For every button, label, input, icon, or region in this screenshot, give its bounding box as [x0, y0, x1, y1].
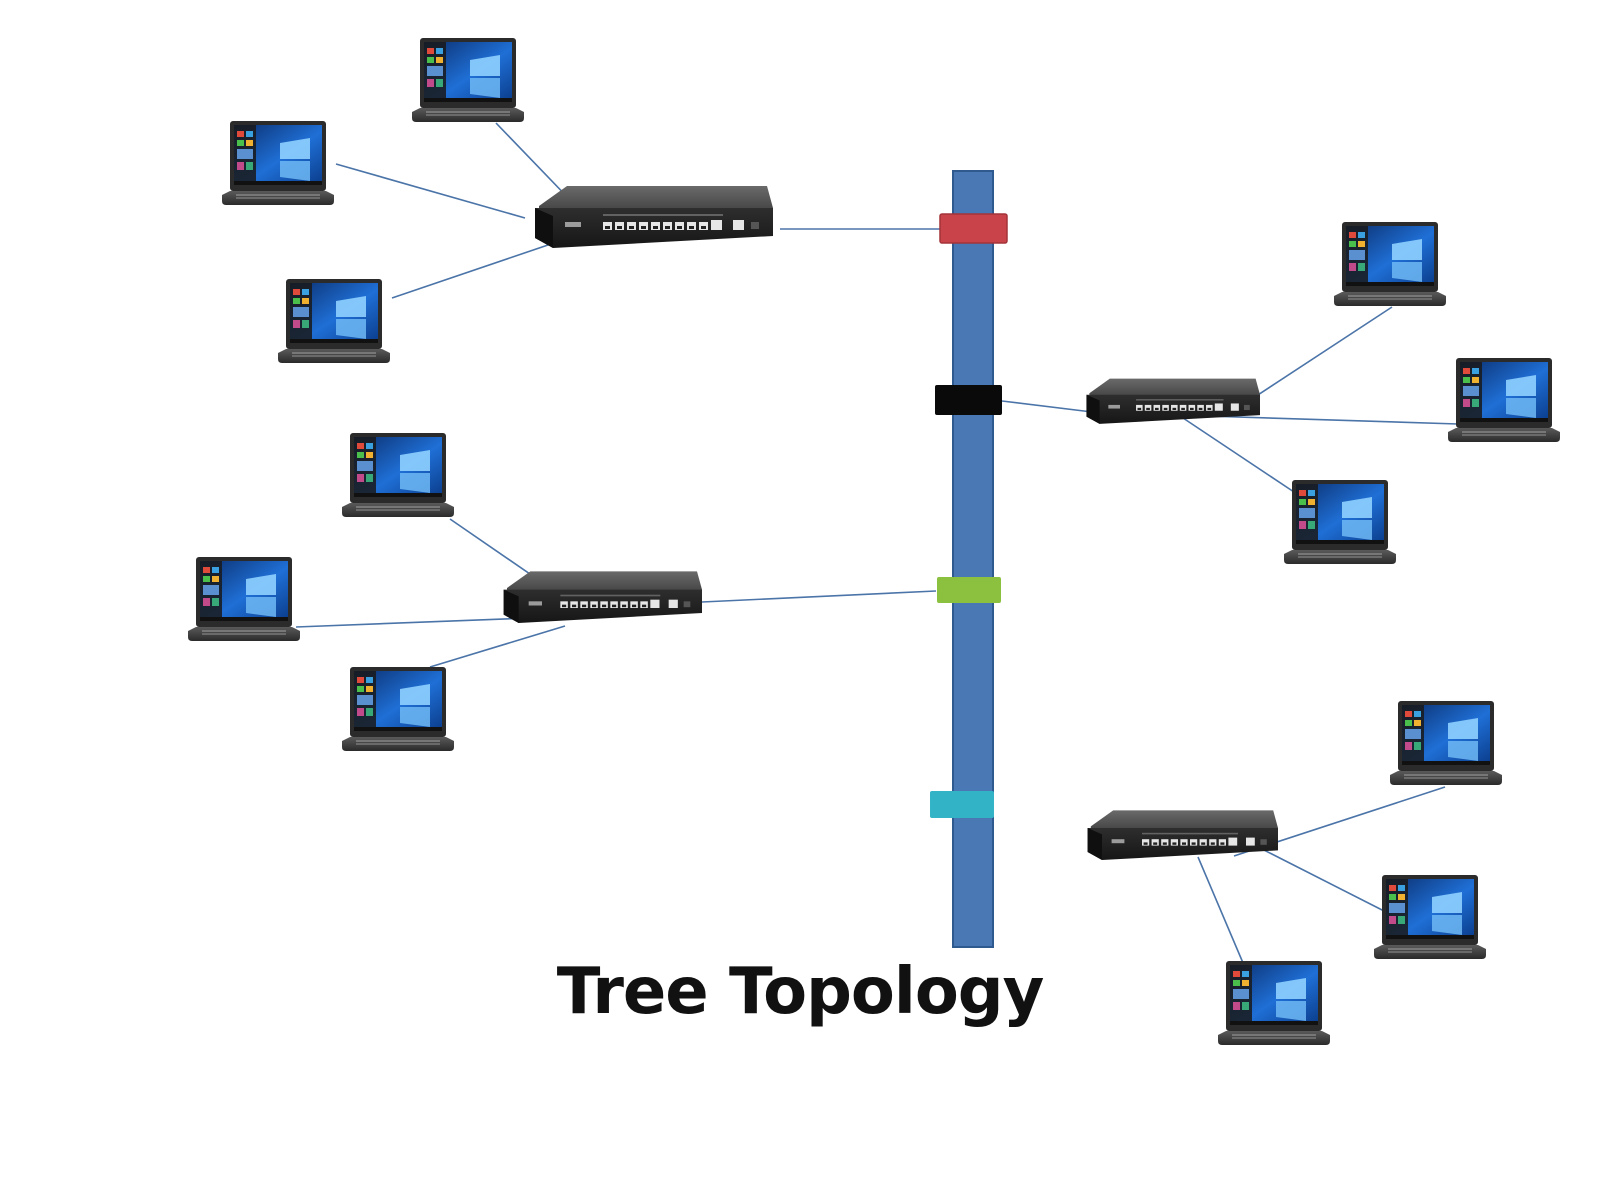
laptop-icon [1374, 875, 1486, 959]
link-switch3-backbone [701, 590, 937, 603]
link-switch1-laptop2 [335, 163, 526, 219]
laptop-icon [1390, 701, 1502, 785]
network-switch-icon [1087, 810, 1278, 860]
laptop-icon [188, 557, 300, 641]
laptop-icon [1284, 480, 1396, 564]
laptop-icon [412, 38, 524, 122]
link-switch3-laptop3 [429, 625, 566, 668]
laptop-icon [278, 279, 390, 363]
link-switch2-laptop1 [1237, 306, 1393, 409]
connector-cyan [930, 791, 994, 818]
connector-red [939, 213, 1008, 244]
links [295, 122, 1459, 971]
link-switch2-laptop2 [1205, 415, 1459, 425]
link-switch2-backbone [1001, 400, 1093, 413]
connector-green [937, 577, 1001, 603]
laptop-icon [1218, 961, 1330, 1045]
laptop-icon [222, 121, 334, 205]
diagram-title: Tree Topology [556, 955, 1045, 1029]
laptop-icon [342, 433, 454, 517]
connector-black [935, 385, 1002, 415]
network-switch-icon [503, 571, 702, 623]
link-switch4-laptop3 [1197, 856, 1247, 971]
link-switch2-laptop3 [1179, 415, 1295, 493]
network-switch-icon [535, 186, 773, 248]
laptop-icon [1334, 222, 1446, 306]
laptop-icon [342, 667, 454, 751]
laptop-icon [1448, 358, 1560, 442]
link-switch4-laptop2 [1259, 847, 1389, 914]
backbone-bus [952, 170, 994, 948]
